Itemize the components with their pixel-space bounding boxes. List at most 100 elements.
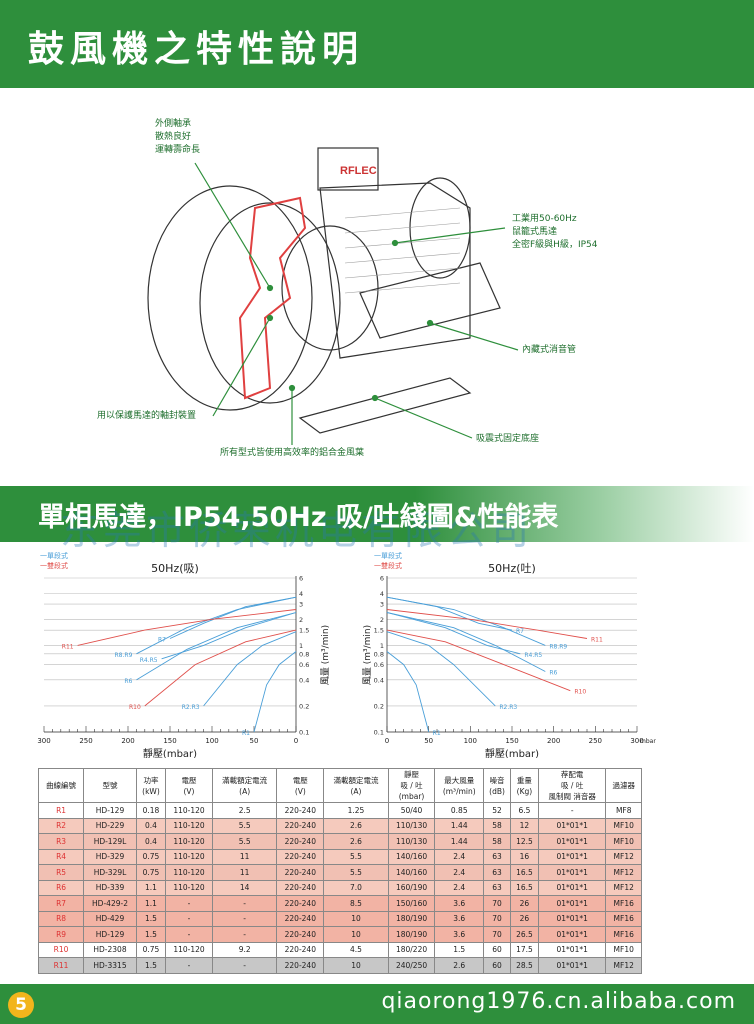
curve-id-cell: R10	[37, 941, 85, 958]
table-cell: MF12	[605, 848, 642, 865]
footer-bar: 5 qiaorong1976.cn.alibaba.com	[0, 984, 754, 1024]
curve-id-cell: R7	[37, 895, 85, 912]
series-label: R2.R3	[499, 704, 517, 711]
table-cell: 220-240	[276, 817, 325, 834]
callout-motor-line: 鼠籠式馬達	[512, 227, 558, 237]
callout-seal: 用以保護馬達的軸封裝置	[97, 411, 197, 421]
x-tick-label: 250	[79, 737, 92, 745]
y-tick-label: 2	[380, 616, 384, 624]
table-cell: 26	[509, 895, 539, 912]
table-cell: -	[165, 957, 213, 974]
x-tick-label: 100	[205, 737, 218, 745]
terminal-box	[317, 147, 379, 191]
series-line	[203, 631, 297, 707]
table-cell: 2.6	[434, 957, 485, 974]
series-label: R11	[591, 637, 603, 644]
table-cell: 2.4	[434, 879, 485, 896]
table-cell: 0.18	[135, 802, 167, 819]
table-cell: 16	[509, 848, 539, 865]
callout-motor-line: 工業用50-60Hz	[512, 214, 577, 224]
table-cell: HD-329L	[83, 864, 137, 881]
table-cell: 11	[211, 864, 278, 881]
table-cell: 1.1	[135, 895, 167, 912]
curve-id-cell: R9	[37, 926, 85, 943]
legend-double: 一雙段式	[374, 561, 402, 570]
table-cell: 50/40	[387, 802, 436, 819]
table-cell: 0.75	[135, 941, 167, 958]
curve-id-cell: R1	[37, 802, 85, 819]
blower-illustration: RFLEC 外側軸承 散熱良好 運轉壽命長 工業用50-60Hz 鼠籠式馬達 全…	[0, 88, 754, 480]
table-cell: 26.5	[509, 926, 539, 943]
table-header-cell: 電壓 (V)	[276, 768, 325, 803]
y-tick-label: 0.1	[374, 729, 384, 737]
table-cell: 220-240	[276, 864, 325, 881]
table-cell: 2.6	[323, 817, 389, 834]
table-cell: 5.5	[211, 817, 278, 834]
table-cell: 70	[483, 910, 511, 927]
curve-id-cell: R11	[37, 957, 85, 974]
table-cell: 220-240	[276, 957, 325, 974]
table-cell: MF12	[605, 879, 642, 896]
table-cell: 1.5	[135, 957, 167, 974]
table-cell: 14	[211, 879, 278, 896]
brand-logo: RFLEC	[340, 165, 377, 177]
y-tick-label: 1.5	[374, 627, 384, 635]
table-header-cell: 過濾器	[605, 768, 642, 803]
table-cell: -	[211, 895, 278, 912]
table-cell: 10	[323, 910, 389, 927]
y-tick-label: 0.6	[299, 661, 309, 669]
table-header-cell: 最大風量 (m³/min)	[434, 768, 485, 803]
y-tick-label: 4	[299, 590, 303, 598]
table-cell: 5.5	[323, 848, 389, 865]
table-cell: 58	[483, 833, 511, 850]
legend-double: 一雙段式	[40, 561, 68, 570]
table-cell: 63	[483, 879, 511, 896]
legend-single: 一單段式	[374, 551, 402, 560]
table-cell: 180/220	[387, 941, 436, 958]
x-tick-label: 0	[294, 737, 298, 745]
table-cell: 180/190	[387, 926, 436, 943]
table-cell: 110-120	[165, 817, 213, 834]
table-cell: 220-240	[276, 848, 325, 865]
callout-motor: 工業用50-60Hz 鼠籠式馬達 全密F級與H級，IP54	[512, 213, 597, 252]
table-header-cell: 功率 (kW)	[135, 768, 167, 803]
table-cell: 160/190	[387, 879, 436, 896]
table-cell: MF10	[605, 817, 642, 834]
table-cell: HD-429	[83, 910, 137, 927]
table-cell: -	[165, 910, 213, 927]
series-label: R8.R9	[115, 652, 133, 659]
y-tick-label: 3	[299, 601, 303, 609]
series-label: R4.R5	[140, 657, 158, 664]
table-cell: 140/160	[387, 848, 436, 865]
curve-id-cell: R5	[37, 864, 85, 881]
x-tick-label: 200	[121, 737, 134, 745]
table-cell: 220-240	[276, 802, 325, 819]
chart-title: 50Hz(吸)	[151, 562, 199, 575]
table-header-cell: 荐配電 吸 / 吐 風制閥 消音器	[537, 768, 607, 803]
table-cell: HD-129	[83, 802, 137, 819]
table-cell: 9.2	[211, 941, 278, 958]
motor-body	[319, 182, 471, 359]
header-bar: 鼓風機之特性說明	[0, 0, 754, 88]
series-label: R1	[433, 730, 441, 737]
y-tick-label: 0.4	[299, 676, 309, 684]
legend-single: 一單段式	[40, 551, 68, 560]
table-cell: MF16	[605, 910, 642, 927]
motor-end-cap	[409, 177, 471, 279]
table-header-cell: 電壓 (V)	[165, 768, 213, 803]
table-header-cell: 滿載額定電流 (A)	[323, 768, 389, 803]
series-label: R6	[124, 678, 132, 685]
table-cell: -	[211, 957, 278, 974]
table-cell: 2.5	[211, 802, 278, 819]
y-tick-label: 1	[299, 642, 303, 650]
series-line	[386, 651, 430, 733]
table-cell: 2.4	[434, 864, 485, 881]
table-cell: 0.4	[135, 817, 167, 834]
table-cell: HD-129L	[83, 833, 137, 850]
blower-housing	[147, 185, 313, 411]
table-cell: 1.5	[434, 941, 485, 958]
